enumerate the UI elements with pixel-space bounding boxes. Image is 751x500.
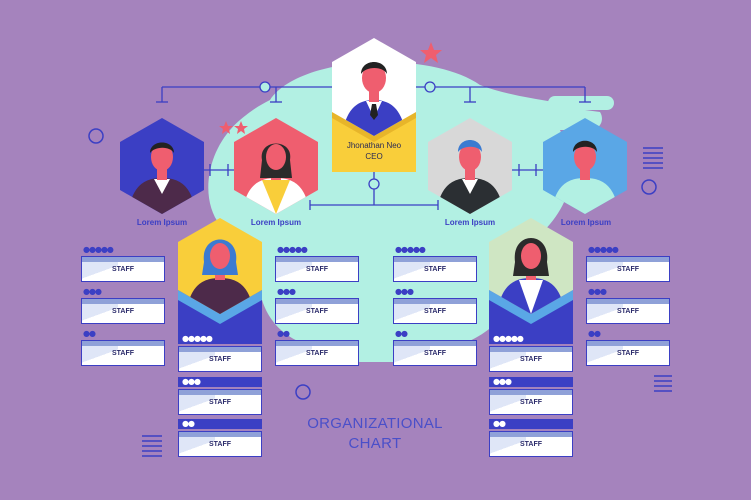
rating-dots: ●●● (182, 377, 201, 386)
staff-card-2: STAFF (81, 340, 165, 366)
rating-dots: ●●● (588, 287, 607, 296)
staff-label: STAFF (519, 356, 543, 363)
manager-label-1: Lorem Ipsum (136, 218, 188, 227)
staff-card-7: STAFF (393, 298, 477, 324)
staff-card-header: ●●● (178, 377, 262, 387)
staff-label: STAFF (423, 350, 447, 357)
staff-card-14: STAFF (178, 431, 262, 457)
staff-card-17: STAFF (489, 431, 573, 457)
staff-card-4: STAFF (275, 298, 359, 324)
staff-card-11: STAFF (586, 340, 670, 366)
manager-label-2: Lorem Ipsum (250, 218, 302, 227)
chart-title: ORGANIZATIONAL CHART (290, 414, 460, 454)
staff-label: STAFF (616, 350, 640, 357)
staff-card-header: ●●●●● (489, 334, 573, 344)
rating-dots: ●●●●● (83, 245, 114, 254)
manager-label-3: Lorem Ipsum (444, 218, 496, 227)
rating-dots: ●●● (493, 377, 512, 386)
staff-card-12: STAFF (178, 346, 262, 372)
staff-label: STAFF (423, 308, 447, 315)
staff-label: STAFF (616, 308, 640, 315)
staff-label: STAFF (208, 356, 232, 363)
staff-card-10: STAFF (586, 298, 670, 324)
staff-card-16: STAFF (489, 389, 573, 415)
ceo-name: Jhonathan Neo (346, 141, 402, 150)
ceo-avatar (332, 38, 416, 172)
staff-label: STAFF (519, 399, 543, 406)
staff-label: STAFF (208, 399, 232, 406)
staff-label: STAFF (423, 266, 447, 273)
staff-card-5: STAFF (275, 340, 359, 366)
staff-card-header: ●●●●● (178, 334, 262, 344)
staff-label: STAFF (616, 266, 640, 273)
star-icons (219, 42, 442, 134)
rating-dots: ●●● (83, 287, 102, 296)
ceo-role: CEO (365, 152, 383, 161)
staff-label: STAFF (305, 266, 329, 273)
staff-card-6: STAFF (393, 256, 477, 282)
rating-dots: ●●● (395, 287, 414, 296)
ceo-label: Jhonathan Neo CEO (332, 140, 416, 162)
staff-card-3: STAFF (275, 256, 359, 282)
rating-dots: ●● (493, 419, 506, 428)
staff-label: STAFF (305, 350, 329, 357)
staff-card-1: STAFF (81, 298, 165, 324)
rating-dots: ●● (182, 419, 195, 428)
staff-card-13: STAFF (178, 389, 262, 415)
rating-dots: ●●●●● (277, 245, 308, 254)
chart-title-line1: ORGANIZATIONAL (307, 415, 443, 432)
rating-dots: ●● (83, 329, 96, 338)
rating-dots: ●●●●● (588, 245, 619, 254)
staff-label: STAFF (111, 308, 135, 315)
staff-label: STAFF (208, 441, 232, 448)
staff-card-header: ●●● (489, 377, 573, 387)
staff-label: STAFF (111, 266, 135, 273)
staff-label: STAFF (111, 350, 135, 357)
team-lead-avatar-left (178, 218, 262, 342)
staff-card-9: STAFF (586, 256, 670, 282)
rating-dots: ●●● (277, 287, 296, 296)
rating-dots: ●●●●● (395, 245, 426, 254)
team-lead-avatar-right (489, 218, 573, 342)
staff-card-15: STAFF (489, 346, 573, 372)
decorative-circles (88, 128, 657, 400)
staff-card-8: STAFF (393, 340, 477, 366)
rating-dots: ●●●●● (182, 334, 213, 343)
manager-avatar-1 (120, 118, 204, 214)
rating-dots: ●● (588, 329, 601, 338)
staff-card-0: STAFF (81, 256, 165, 282)
staff-card-header: ●● (178, 419, 262, 429)
connector-lines (156, 81, 591, 210)
staff-label: STAFF (305, 308, 329, 315)
rating-dots: ●●●●● (493, 334, 524, 343)
manager-label-4: Lorem Ipsum (560, 218, 612, 227)
staff-label: STAFF (519, 441, 543, 448)
decorative-stripes (142, 147, 672, 457)
rating-dots: ●● (277, 329, 290, 338)
staff-card-header: ●● (489, 419, 573, 429)
rating-dots: ●● (395, 329, 408, 338)
chart-title-line2: CHART (348, 435, 402, 452)
